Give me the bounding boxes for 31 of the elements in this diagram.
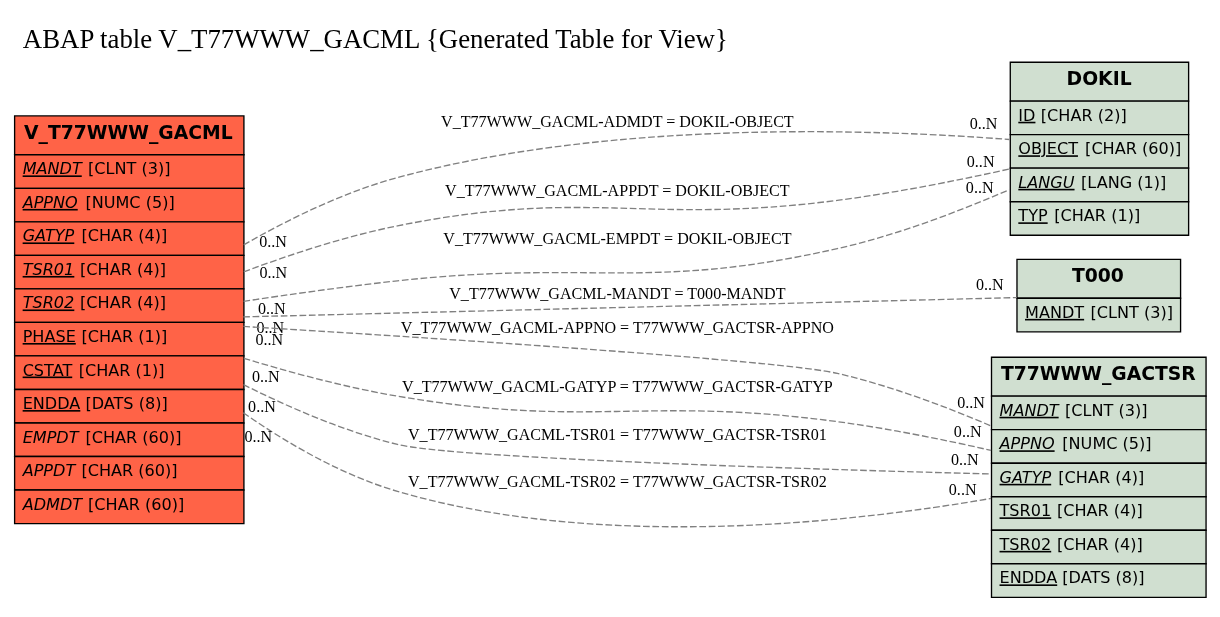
label: 0..N <box>948 480 977 498</box>
label: 0..N <box>969 114 998 132</box>
connector <box>242 325 992 427</box>
edge-label: V_T77WWW_GACML-APPNO = T77WWW_GACTSR-APPNO <box>400 318 834 336</box>
edge-label: V_T77WWW_GACML-EMPDT = DOKIL-OBJECT <box>443 229 792 247</box>
diagram-title: ABAP table V_T77WWW_GACML {Generated Table for View} <box>22 23 728 54</box>
edge-label: V_T77WWW_GACML-MANDT = T000-MANDT <box>449 284 786 302</box>
edge-label: V_T77WWW_GACML-GATYP = T77WWW_GACTSR-GATYP <box>402 377 833 395</box>
label: 0..N <box>951 450 979 468</box>
label: 0..N <box>957 393 985 411</box>
label: 0..N <box>259 263 288 281</box>
edge-label: V_T77WWW_GACML-APPDT = DOKIL-OBJECT <box>445 181 790 199</box>
connector <box>242 383 992 475</box>
connector <box>243 130 1010 245</box>
label: 0..N <box>975 275 1004 293</box>
label: 0..N <box>252 367 280 385</box>
label: 0..N <box>953 422 982 440</box>
label: 0..N <box>259 232 287 250</box>
edge-label: V_T77WWW_GACML-TSR01 = T77WWW_GACTSR-TSR01 <box>408 425 827 443</box>
label: 0..N <box>258 299 286 317</box>
connector <box>242 188 1010 302</box>
connector <box>243 167 1011 273</box>
label: 0..N <box>966 152 995 170</box>
label: 0..N <box>244 427 273 445</box>
edge-label: V_T77WWW_GACML-TSR02 = T77WWW_GACTSR-TSR02 <box>408 472 827 490</box>
connector <box>243 357 992 451</box>
label: 0..N <box>248 397 276 415</box>
edge-label: V_T77WWW_GACML-ADMDT = DOKIL-OBJECT <box>441 112 794 130</box>
connector <box>242 296 1018 318</box>
connector <box>242 411 992 527</box>
label: 0..N <box>965 178 994 196</box>
